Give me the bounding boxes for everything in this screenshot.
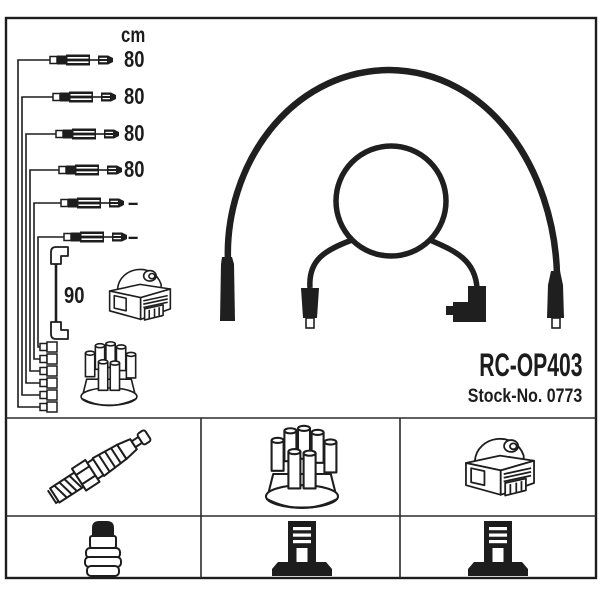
stock-number: 0773 [546, 386, 582, 407]
coil-terminal-icon [468, 521, 528, 576]
ignition-coil-icon [465, 437, 535, 497]
terminal-stack [39, 341, 58, 413]
cable-lead-lines [17, 59, 64, 408]
ignition-cable-short [301, 143, 486, 329]
cable-length-2: 80 [124, 83, 145, 109]
distributor-terminal-icon [272, 521, 332, 576]
cable-length-4: 80 [124, 156, 145, 182]
cable-length-5: – [128, 189, 139, 215]
spark-plug-icon [44, 423, 156, 509]
outer-frame [4, 16, 598, 580]
unit-label: cm [121, 24, 146, 47]
stock-number-line: Stock-No. 0773 [468, 387, 582, 406]
ignition-cable-long [220, 66, 564, 329]
legend-grid [6, 417, 596, 578]
cable-length-6: – [128, 223, 139, 249]
product-code: RC-OP403 [478, 347, 582, 383]
cable-connectors [49, 53, 128, 244]
coil-cable-length: 90 [64, 282, 85, 308]
cable-length-3: 80 [124, 120, 145, 146]
distributor-cap-schematic-icon [80, 341, 138, 407]
coil-cable-schematic [50, 246, 69, 340]
ignition-coil-schematic-icon [108, 268, 172, 321]
stock-label: Stock-No. [467, 386, 543, 407]
cable-length-1: 80 [124, 46, 145, 72]
distributor-cap-icon [264, 424, 340, 510]
plug-terminal-nut-icon [84, 521, 122, 577]
